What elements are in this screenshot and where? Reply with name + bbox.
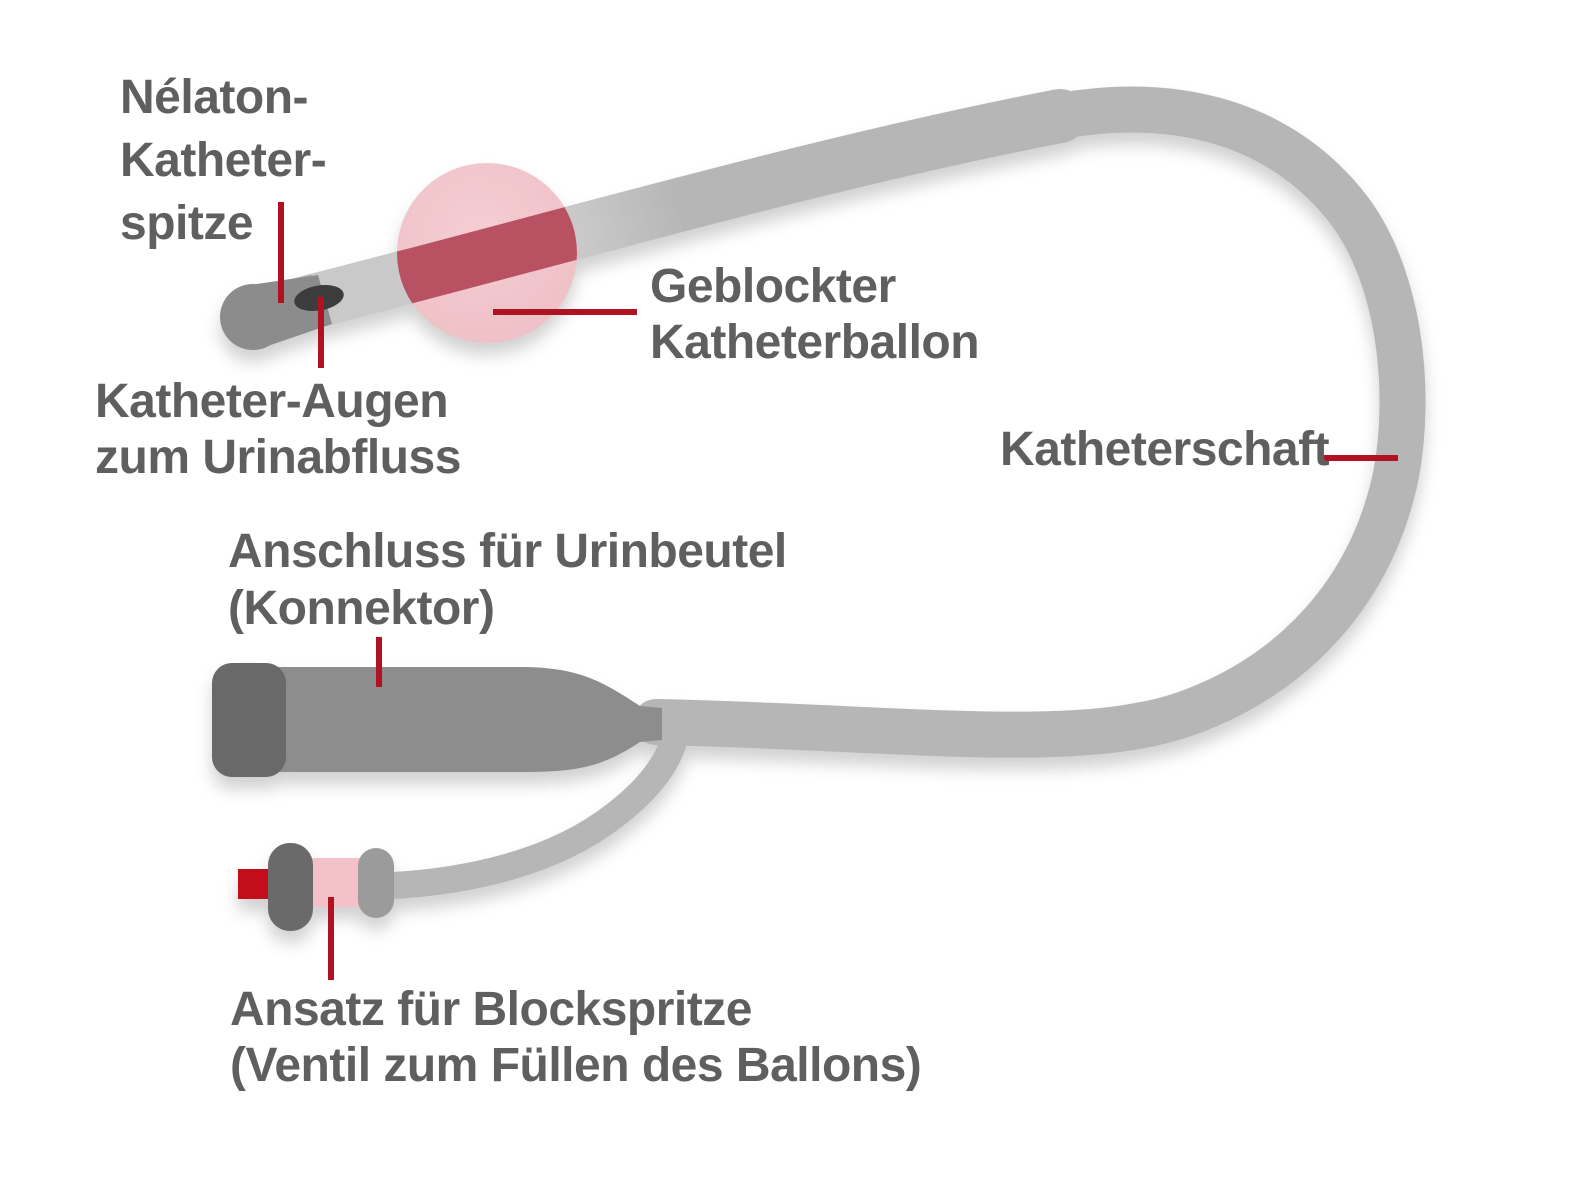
label-line: Geblockter bbox=[650, 260, 896, 313]
balloon-channel-tube bbox=[371, 726, 688, 900]
label-line: Katheter- bbox=[120, 134, 327, 187]
label-nelaton-tip: Nélaton- Katheter- spitze bbox=[120, 66, 327, 255]
label-blocking-syringe-valve: Ansatz für Blockspritze (Ventil zum Füll… bbox=[230, 982, 922, 1094]
label-line: Nélaton- bbox=[120, 71, 309, 124]
label-line: Ansatz für Blockspritze bbox=[230, 983, 752, 1036]
label-catheter-eyes: Katheter-Augen zum Urinabfluss bbox=[95, 374, 461, 486]
label-line: zum Urinabfluss bbox=[95, 431, 461, 484]
label-line: Katheterschaft bbox=[1000, 423, 1330, 476]
label-line: (Ventil zum Füllen des Ballons) bbox=[230, 1039, 922, 1092]
valve-disc-large-shape bbox=[268, 843, 313, 931]
label-line: Katheterballon bbox=[650, 316, 980, 369]
label-line: Katheter-Augen bbox=[95, 375, 449, 428]
label-catheter-shaft: Katheterschaft bbox=[1000, 422, 1330, 478]
label-urine-bag-connector: Anschluss für Urinbeutel (Konnektor) bbox=[228, 523, 787, 637]
catheter-shaft-loop-tube bbox=[633, 86, 1426, 758]
label-line: (Konnektor) bbox=[228, 582, 495, 635]
valve-disc-small-shape bbox=[358, 848, 394, 918]
connector-body-shape bbox=[258, 667, 662, 772]
connector-end-cap-shape bbox=[212, 663, 286, 777]
label-line: Anschluss für Urinbeutel bbox=[228, 525, 787, 578]
label-line: spitze bbox=[120, 197, 254, 250]
label-blocked-balloon: Geblockter Katheterballon bbox=[650, 259, 980, 371]
